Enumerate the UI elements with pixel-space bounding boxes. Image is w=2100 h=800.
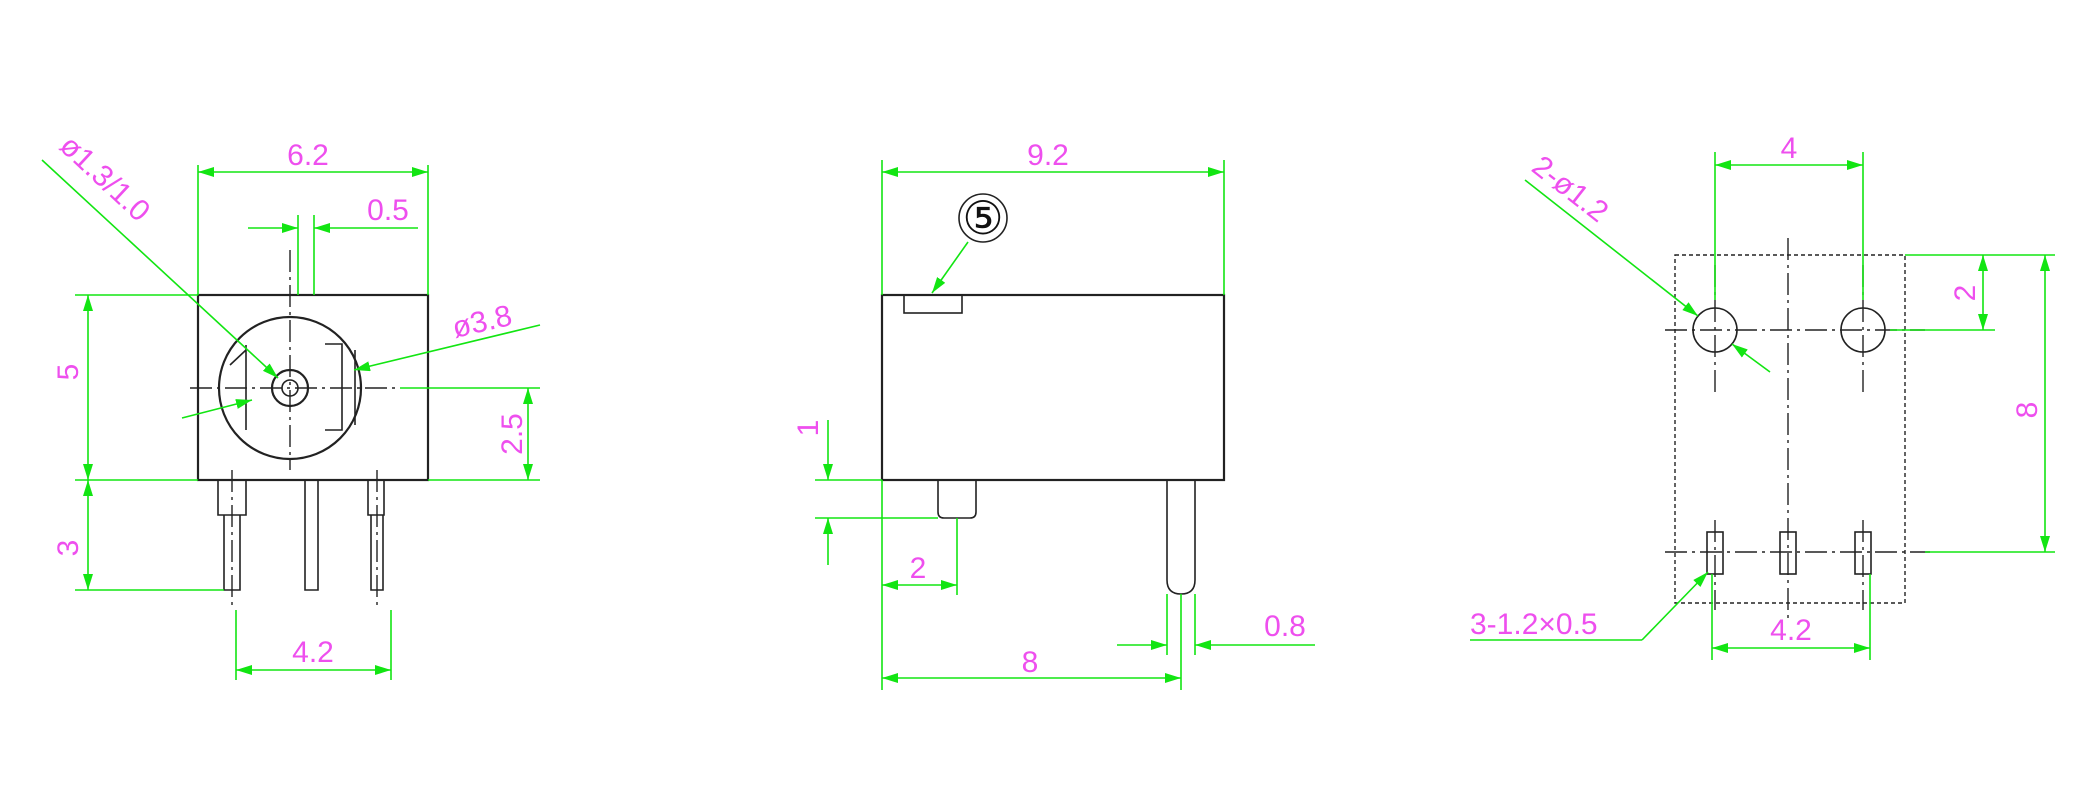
dim-fp-hole-offset: 2 — [1949, 285, 1982, 302]
footprint-hole-right — [1840, 307, 1886, 353]
front-view: 6.2 0.5 5 3 2.5 4.2 ø1.3/1.0 ø3.8 — [41, 129, 541, 680]
front-right-slot — [325, 343, 356, 431]
dim-fp-hole-callout: 2-ø1.2 — [1526, 150, 1615, 229]
footprint-view: 4 2 8 4.2 2-ø1.2 3-1.2×0.5 — [1470, 132, 2055, 660]
footprint-hole-left — [1692, 307, 1738, 353]
leader-fp-hole — [1524, 179, 1699, 317]
dim-fp-height: 8 — [2011, 402, 2044, 419]
dim-side-pin-width: 0.8 — [1264, 610, 1306, 643]
dim-side-pin-position: 8 — [1022, 646, 1039, 679]
dim-fp-hole-pitch: 4 — [1781, 132, 1798, 165]
front-pin-center — [304, 480, 319, 591]
dim-fp-pad-callout: 3-1.2×0.5 — [1470, 608, 1598, 641]
dim-front-slot: 0.5 — [367, 194, 409, 227]
dim-side-length: 9.2 — [1027, 139, 1069, 172]
dim-front-width: 6.2 — [287, 139, 329, 172]
dim-side-pin-offset: 2 — [910, 552, 927, 585]
front-pin-right — [367, 480, 385, 591]
side-view: 9.2 ⑤ 1 2 8 0.8 — [792, 139, 1315, 690]
dim-front-pitch: 4.2 — [292, 636, 334, 669]
side-long-pin — [1166, 480, 1196, 595]
footprint-outline — [1674, 254, 1906, 604]
side-standoff-pin — [937, 480, 977, 519]
dim-front-center-height: 2.5 — [496, 413, 529, 455]
dim-front-pin-length: 3 — [52, 540, 85, 557]
balloon-5-circle — [958, 193, 1008, 243]
side-body-outline — [880, 293, 1226, 482]
leader-front-body-dia — [181, 399, 253, 419]
leader-front-pin-hole — [41, 159, 279, 379]
dim-fp-pad-pitch: 4.2 — [1770, 614, 1812, 647]
dim-front-pin-hole: ø1.3/1.0 — [53, 129, 156, 228]
leader-fp-pad — [1641, 571, 1709, 641]
dim-side-standoff: 1 — [792, 420, 825, 437]
dim-front-height: 5 — [52, 364, 85, 381]
balloon-5: ⑤ — [962, 191, 1003, 245]
dim-front-body-dia: ø3.8 — [449, 299, 515, 345]
side-notch — [903, 294, 963, 314]
leader-balloon-5 — [931, 241, 969, 294]
footprint-pad-center — [1779, 531, 1797, 575]
